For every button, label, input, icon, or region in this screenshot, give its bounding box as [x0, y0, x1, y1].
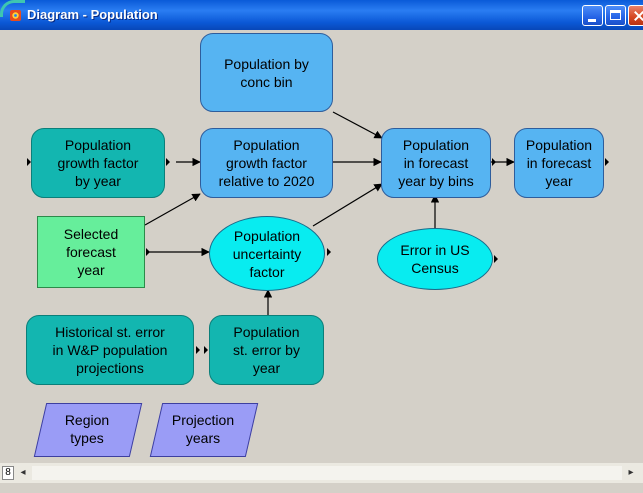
horizontal-scrollbar[interactable]: 8 ◂ ▸ [0, 463, 643, 493]
title-bar[interactable]: Diagram - Population [0, 0, 643, 30]
output-arrow-icon [494, 255, 498, 263]
scroll-track[interactable] [32, 466, 622, 480]
output-arrow-icon [196, 346, 200, 354]
close-button[interactable] [628, 5, 643, 26]
output-arrow-icon [492, 158, 496, 166]
scroll-right-arrow-icon[interactable]: ▸ [628, 467, 634, 478]
output-arrow-icon [146, 248, 150, 256]
window-title: Diagram - Population [27, 7, 158, 22]
minimize-button[interactable] [582, 5, 603, 26]
arrow-conc-to-bins [332, 111, 383, 139]
window-bottom-edge [0, 483, 643, 493]
arrow-layer [144, 111, 515, 315]
corner-accent [0, 0, 25, 17]
maximize-button[interactable] [605, 5, 626, 26]
output-arrow-icon [605, 158, 609, 166]
arrow-uncertainty-to-bins [312, 183, 383, 227]
output-arrow-icon [27, 158, 31, 166]
output-arrow-icon [204, 346, 208, 354]
output-arrow-icon [166, 158, 170, 166]
output-arrow-icon [327, 248, 331, 256]
scroll-left-arrow-icon[interactable]: ◂ [20, 467, 26, 478]
arrow-year-to-rel [144, 193, 201, 226]
zoom-button[interactable]: 8 [2, 466, 14, 480]
